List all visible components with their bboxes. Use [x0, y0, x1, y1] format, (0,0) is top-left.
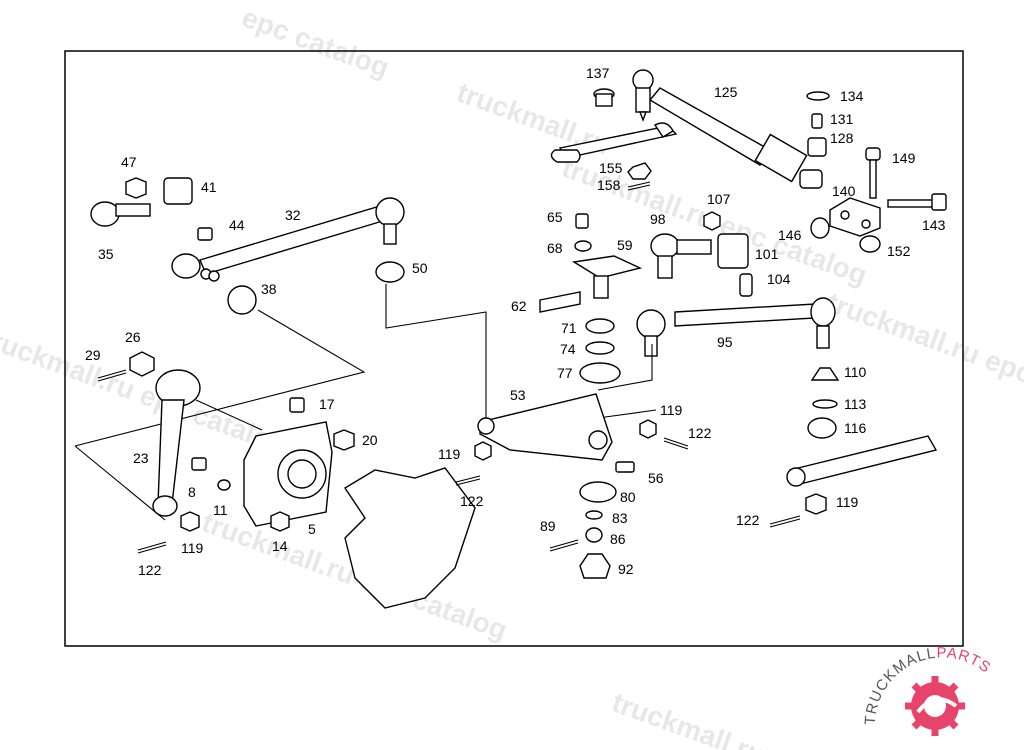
drop-arm-assembly: [769, 367, 938, 528]
part-number-134: 134: [840, 88, 864, 104]
part-number-53: 53: [510, 387, 526, 403]
part-number-23: 23: [133, 450, 149, 466]
part-number-122: 122: [688, 425, 712, 441]
part-number-56: 56: [648, 470, 664, 486]
drag-link-assembly: [550, 69, 830, 191]
part-number-131: 131: [830, 111, 854, 127]
part-number-119: 119: [438, 446, 461, 462]
part-number-128: 128: [830, 130, 854, 146]
part-number-158: 158: [597, 177, 621, 193]
part-number-74: 74: [560, 341, 576, 357]
part-number-32: 32: [285, 207, 301, 223]
part-number-47: 47: [121, 154, 137, 170]
part-number-65: 65: [547, 209, 563, 225]
part-number-11: 11: [213, 502, 228, 518]
part-number-119: 119: [660, 402, 683, 418]
part-number-41: 41: [201, 179, 217, 195]
logo-text-accent: PARTS: [936, 644, 994, 676]
steering-box-assembly: [97, 351, 476, 609]
tie-rod-end-assembly: [539, 211, 753, 384]
part-number-20: 20: [362, 432, 378, 448]
tie-rod-95: [636, 297, 836, 357]
part-number-17: 17: [319, 396, 335, 412]
part-number-95: 95: [717, 334, 733, 350]
part-number-29: 29: [85, 347, 101, 363]
watermark: truckmall.ru: [608, 687, 769, 750]
part-number-113: 113: [844, 396, 867, 412]
part-number-149: 149: [892, 150, 916, 166]
gear-icon: [905, 676, 965, 736]
diagram-frame: [64, 50, 964, 647]
part-number-98: 98: [650, 211, 666, 227]
part-number-68: 68: [547, 240, 563, 256]
part-number-labels: 137 125 134 131 128 149 155 158 107 140 …: [85, 65, 946, 578]
part-number-83: 83: [612, 510, 628, 526]
part-number-119: 119: [181, 540, 204, 556]
part-number-137: 137: [586, 65, 610, 81]
truckmallparts-logo: TRUCKMALLPARTS: [862, 644, 994, 736]
part-number-50: 50: [412, 260, 428, 276]
part-number-5: 5: [308, 521, 316, 537]
part-number-116: 116: [844, 420, 867, 436]
bracket-assembly: [810, 147, 947, 253]
part-number-122: 122: [138, 562, 162, 578]
watermark: epc catalog: [238, 2, 393, 84]
part-number-14: 14: [272, 538, 288, 554]
drag-link-32: [90, 177, 405, 315]
part-number-59: 59: [617, 237, 633, 253]
part-number-125: 125: [714, 84, 738, 100]
part-number-140: 140: [832, 183, 856, 199]
part-number-86: 86: [610, 531, 626, 547]
part-number-8: 8: [188, 484, 196, 500]
part-number-80: 80: [620, 489, 636, 505]
part-number-143: 143: [922, 217, 946, 233]
part-number-152: 152: [887, 243, 911, 259]
part-number-122: 122: [460, 493, 484, 509]
part-number-89: 89: [540, 518, 556, 534]
part-number-62: 62: [511, 298, 527, 314]
part-number-155: 155: [599, 160, 623, 176]
steering-arm-53: [455, 393, 689, 579]
part-number-92: 92: [618, 561, 634, 577]
part-number-35: 35: [98, 246, 114, 262]
part-number-38: 38: [261, 281, 277, 297]
part-number-26: 26: [125, 329, 141, 345]
part-number-71: 71: [561, 320, 577, 336]
part-number-44: 44: [229, 217, 245, 233]
watermark: truckmall.ru epc catalog: [0, 322, 291, 461]
part-number-107: 107: [707, 191, 731, 207]
part-number-77: 77: [557, 365, 573, 381]
part-number-122: 122: [736, 512, 760, 528]
part-number-101: 101: [755, 246, 779, 262]
part-number-110: 110: [844, 364, 867, 380]
part-number-104: 104: [767, 271, 791, 287]
part-number-146: 146: [778, 227, 802, 243]
part-number-119: 119: [836, 494, 859, 510]
